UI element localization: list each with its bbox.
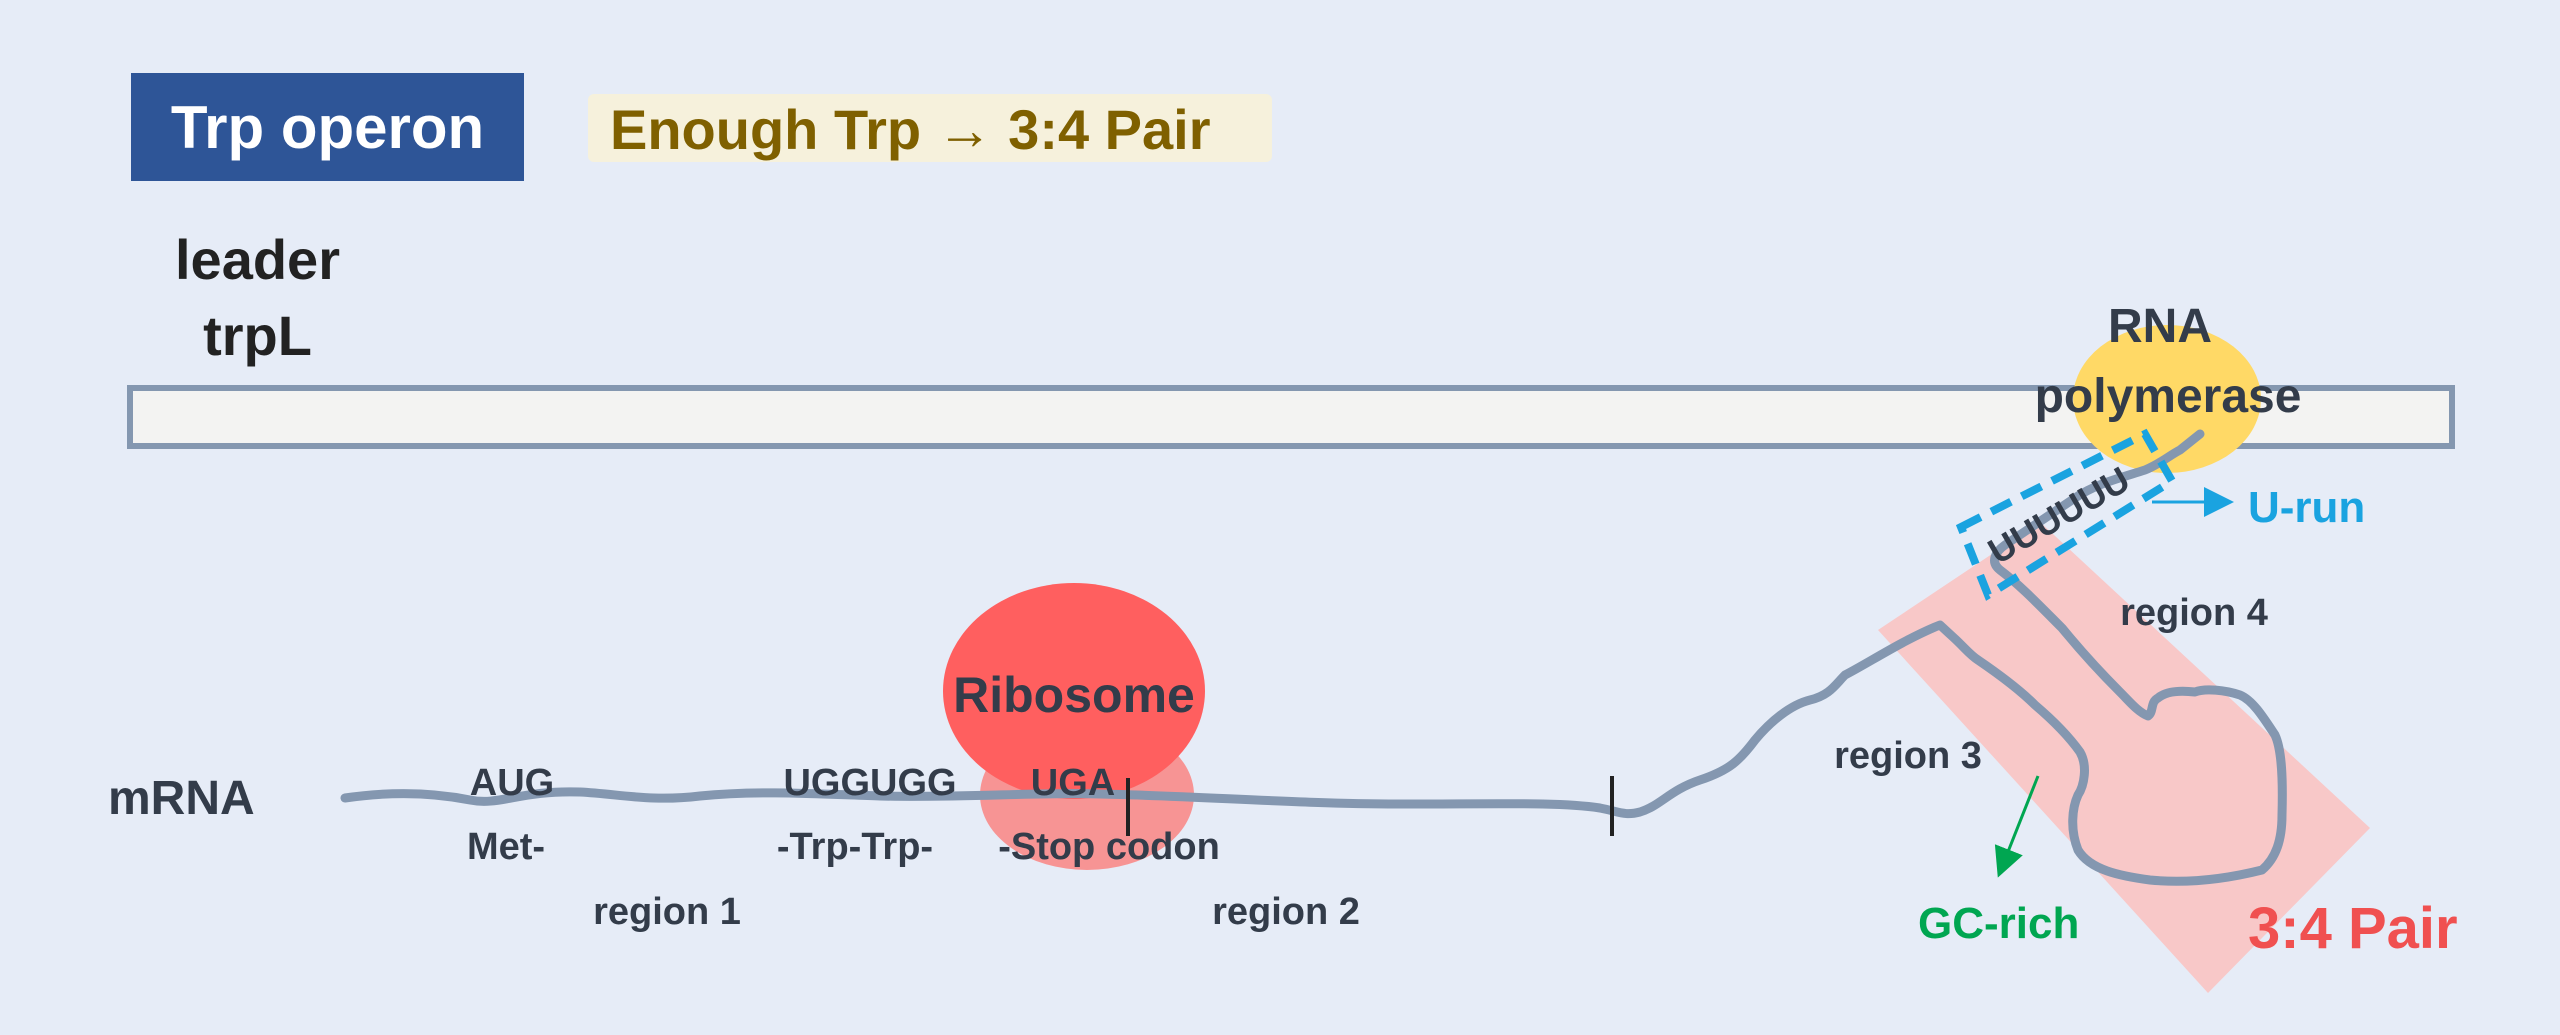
gc-rich-label: GC-rich [1918, 899, 2079, 948]
rna-polymerase [2073, 325, 2261, 473]
urun-label: U-run [2248, 483, 2365, 532]
mrna-label: mRNA [108, 772, 255, 825]
dna-strand [127, 385, 2455, 449]
condition-highlight [588, 94, 1272, 162]
gene-label: leader trpL [150, 222, 365, 374]
gc-rich-arrow [1994, 775, 2040, 878]
polymerase-label-line1: RNA [2108, 300, 2212, 353]
region-1-label: region 1 [593, 891, 741, 933]
polymerase-label-line2: polymerase [2035, 370, 2302, 423]
stop-codon-label: -Stop codon [998, 826, 1220, 868]
uga-codon: UGA [1031, 762, 1115, 804]
region-2-label: region 2 [1212, 891, 1360, 933]
gene-label-leader: leader [175, 228, 340, 291]
urun-box [1955, 428, 2178, 601]
ribosome-label: Ribosome [953, 667, 1195, 723]
region-3-label: region 3 [1834, 735, 1982, 777]
page-title: Trp operon [131, 73, 524, 181]
pair-label: 3:4 Pair [2248, 896, 2458, 961]
met-residue: Met- [467, 826, 545, 868]
mrna-strand [340, 429, 2287, 886]
trp-trp-residues: -Trp-Trp- [777, 826, 933, 868]
condition-label: Enough Trp → 3:4 Pair [610, 98, 1211, 161]
gene-label-trpl: trpL [203, 304, 312, 367]
region-4-label: region 4 [2120, 592, 2268, 634]
ribosome [943, 583, 1205, 799]
aug-codon: AUG [470, 762, 554, 804]
uggugg-codons: UGGUGG [783, 762, 956, 804]
